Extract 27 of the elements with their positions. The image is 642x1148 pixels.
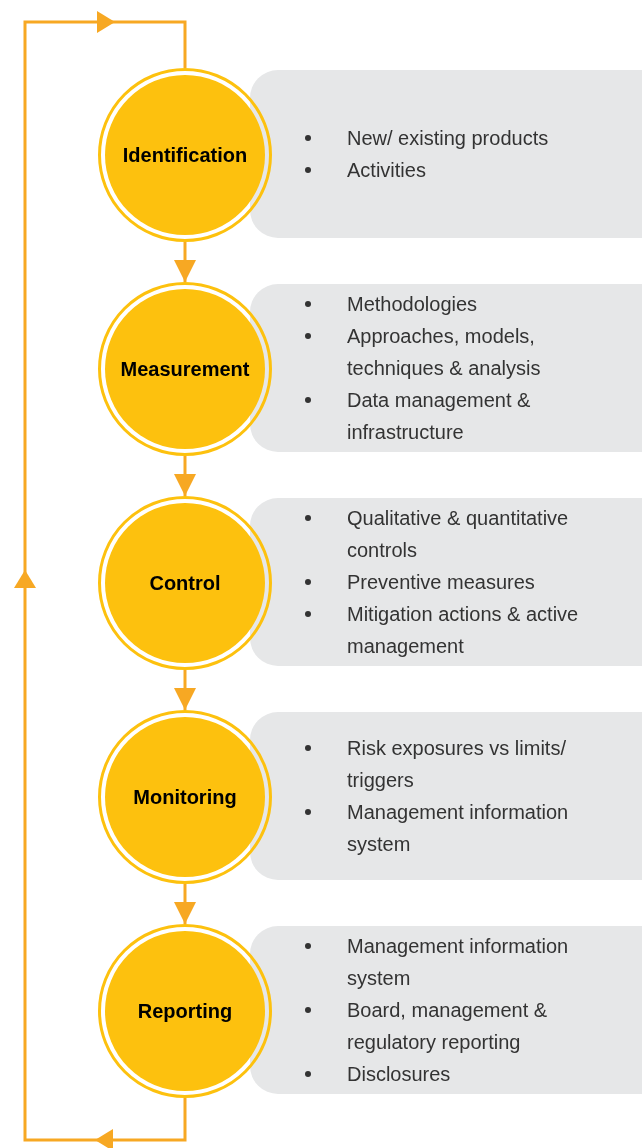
bullet-text: Board, management & regulatory reporting [347, 998, 549, 1055]
bullet-text: Data management & infrastructure [347, 388, 532, 445]
stage-label: Identification [122, 143, 248, 168]
bullet-text: Activities [347, 158, 427, 183]
bullet-text: Risk exposures vs limits/ triggers [347, 736, 567, 793]
bullet-text: Approaches, models, techniques & analysis [347, 324, 542, 381]
bullet-text: New/ existing products [347, 126, 550, 151]
bullet-text: Management information system [347, 934, 570, 991]
info-panel [250, 498, 642, 666]
arrow [174, 670, 196, 710]
bullet-text: Methodologies [347, 292, 479, 317]
bullet-text: Disclosures [347, 1062, 452, 1087]
arrow [174, 242, 196, 282]
stage-label: Reporting [137, 999, 233, 1024]
stage-label: Control [149, 571, 221, 596]
info-panel [250, 70, 642, 238]
bullet-text: Preventive measures [347, 570, 536, 595]
stage-label: Measurement [120, 357, 250, 382]
info-panel [250, 712, 642, 880]
info-panel [250, 284, 642, 452]
arrow [174, 456, 196, 496]
stage-label: Monitoring [133, 785, 237, 810]
arrow [174, 884, 196, 924]
bullet-text: Mitigation actions & active management [347, 602, 580, 659]
bullet-text: Management information system [347, 800, 570, 857]
bullet-text: Qualitative & quantitative controls [347, 506, 570, 563]
info-panel [250, 926, 642, 1094]
